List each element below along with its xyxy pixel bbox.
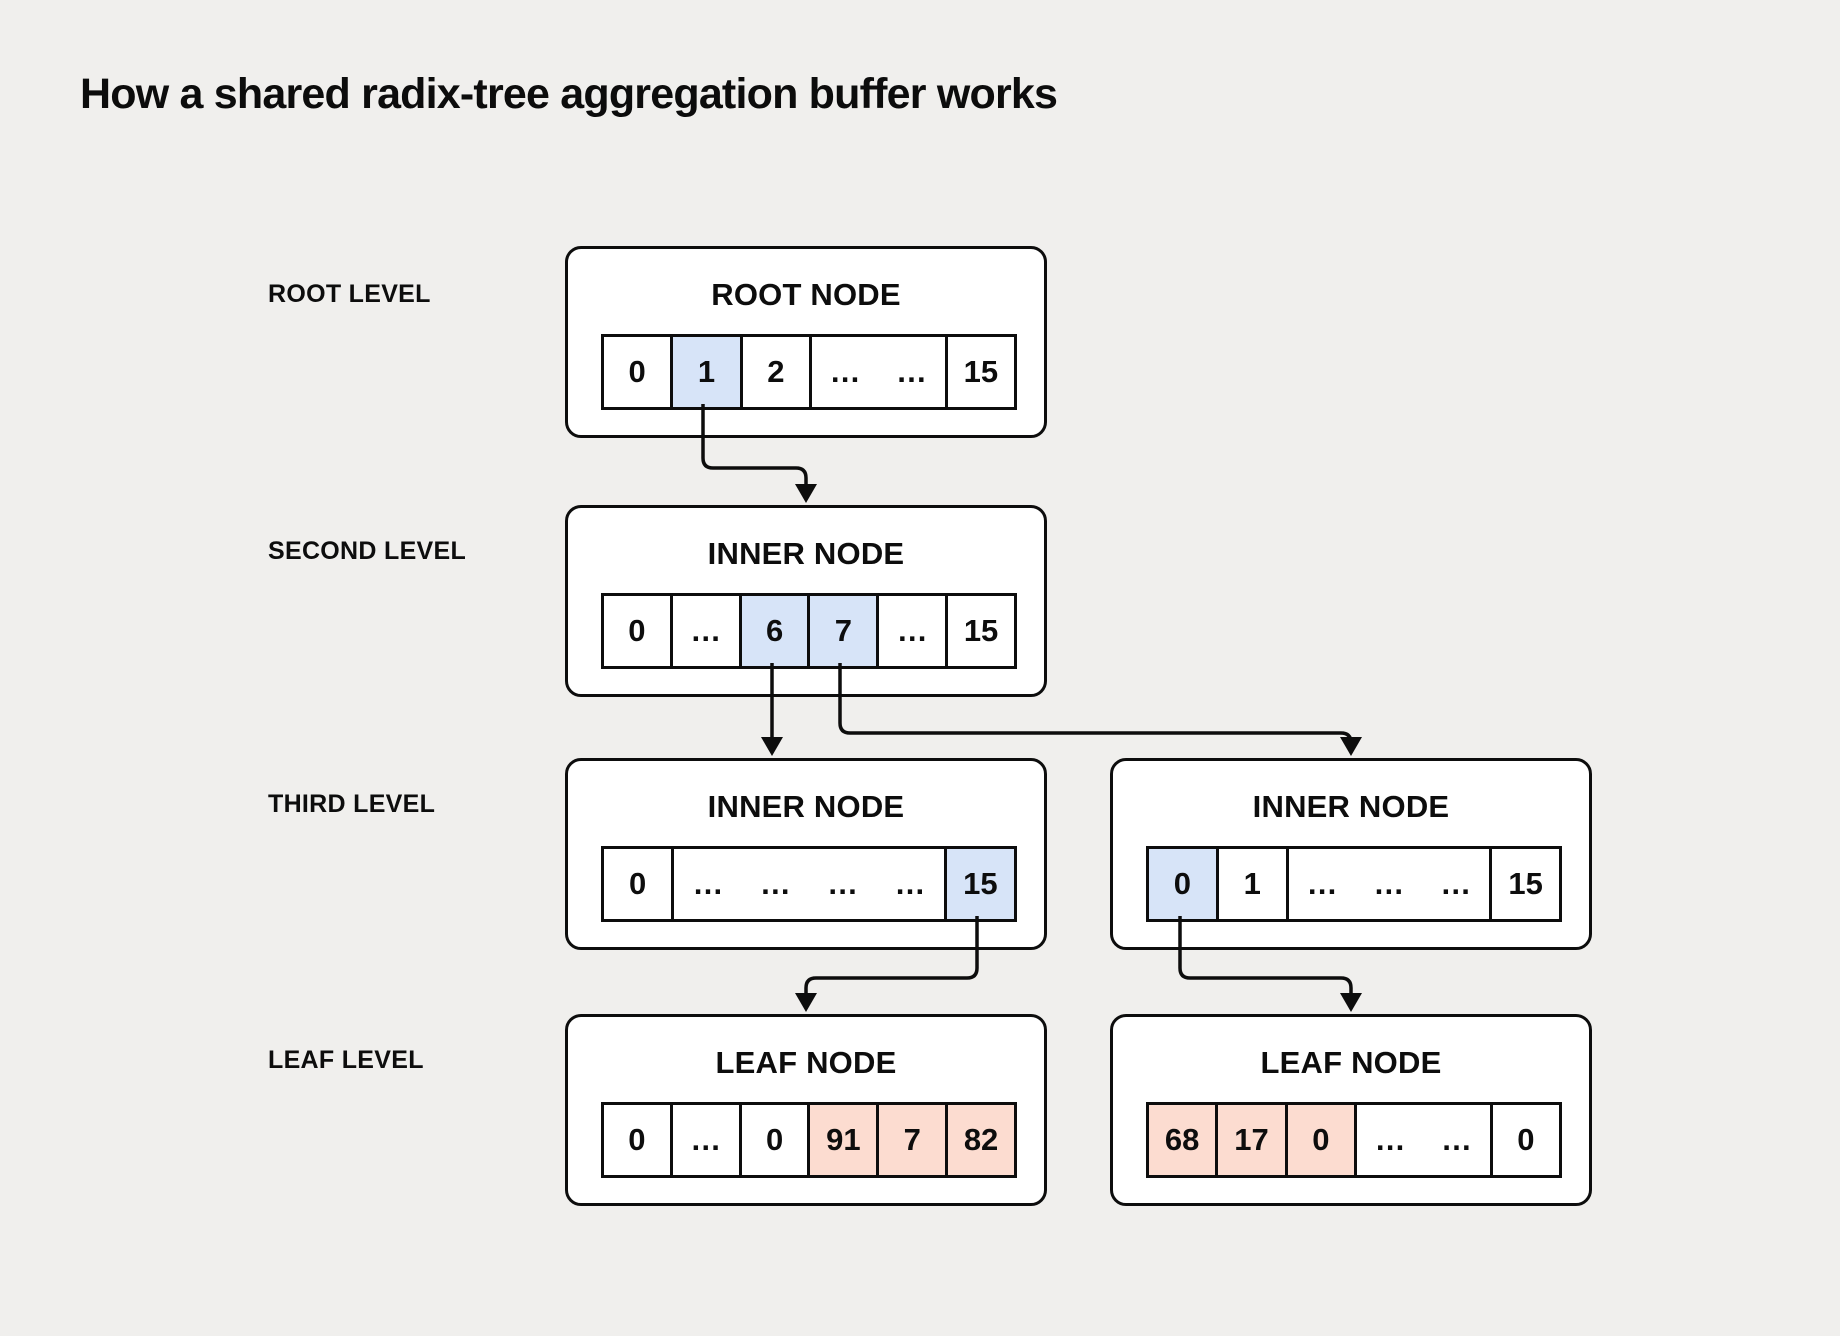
cell-91-highlighted-pink: 91	[807, 1105, 877, 1175]
ellipsis-glyph: …	[1306, 866, 1338, 901]
cell-6-highlighted-blue: 6	[738, 596, 808, 666]
ellipsis-glyph: …	[894, 866, 926, 901]
cell-1: 1	[1215, 849, 1286, 919]
cell-82-highlighted-pink: 82	[945, 1105, 1014, 1175]
cell-2: 2	[739, 337, 809, 407]
cell-0: 0	[628, 613, 646, 648]
cell-0: 0	[628, 1122, 646, 1157]
ellipsis-glyph: …	[829, 354, 861, 389]
cell-0: 0	[629, 866, 647, 901]
cell-ellipsis: ……	[808, 337, 945, 407]
node-title: INNER NODE	[707, 536, 905, 571]
ellipsis-glyph: …	[1440, 1122, 1472, 1157]
ellipsis-glyph: …	[692, 866, 724, 901]
cell-68-highlighted-pink: 68	[1149, 1105, 1216, 1175]
arrowhead	[795, 993, 817, 1012]
node-title: LEAF NODE	[715, 1045, 897, 1080]
cell-ellipsis: …	[669, 1105, 739, 1175]
ellipsis-glyph: …	[895, 354, 927, 389]
level-label-third: THIRD LEVEL	[268, 790, 436, 818]
cell-0-highlighted-blue: 0	[1149, 849, 1216, 919]
arrowhead	[795, 484, 817, 503]
cell-17-highlighted-pink: 17	[1215, 1105, 1285, 1175]
ellipsis-glyph: …	[690, 1122, 722, 1157]
cell-0-highlighted-pink: 0	[1284, 1105, 1354, 1175]
node-title: INNER NODE	[707, 789, 905, 824]
level-label-root: ROOT LEVEL	[268, 280, 431, 308]
cell-ellipsis: … … …	[1285, 849, 1490, 919]
page-title: How a shared radix-tree aggregation buff…	[80, 70, 1058, 118]
cell-15: 15	[944, 337, 1014, 407]
inner-node-third-level-left: INNER NODE 0 … … … … 15	[565, 758, 1047, 950]
arrowhead	[761, 737, 783, 756]
level-label-leaf: LEAF LEVEL	[268, 1046, 424, 1074]
cell-15: 15	[1489, 849, 1559, 919]
node-title: ROOT NODE	[711, 277, 901, 312]
ellipsis-glyph: …	[1373, 866, 1405, 901]
ellipsis-glyph: …	[690, 613, 722, 648]
cell-0: 0	[628, 354, 646, 389]
ellipsis-glyph: …	[827, 866, 859, 901]
cell-15-highlighted-blue: 15	[943, 849, 1014, 919]
cell-ellipsis: …	[876, 596, 945, 666]
cell-ellipsis: …	[669, 596, 739, 666]
ellipsis-glyph: …	[759, 866, 791, 901]
ellipsis-glyph: …	[1374, 1122, 1406, 1157]
node-title: LEAF NODE	[1260, 1045, 1442, 1080]
arrowhead	[1340, 737, 1362, 756]
cell-1-highlighted-blue: 1	[670, 337, 740, 407]
cell-7-highlighted-pink: 7	[876, 1105, 946, 1175]
cell-7-highlighted-blue: 7	[807, 596, 877, 666]
node-title: INNER NODE	[1252, 789, 1450, 824]
ellipsis-glyph: …	[896, 613, 928, 648]
cell-ellipsis: ……	[1353, 1105, 1490, 1175]
arrowhead	[1340, 993, 1362, 1012]
cell-0: 0	[1489, 1105, 1559, 1175]
cell-15: 15	[945, 596, 1014, 666]
cell-0: 0	[738, 1105, 808, 1175]
cell-row: 0 … … … … 15	[601, 846, 1017, 922]
ellipsis-glyph: …	[1440, 866, 1472, 901]
cell-ellipsis: … … … …	[671, 849, 943, 919]
level-label-second: SECOND LEVEL	[268, 537, 467, 565]
